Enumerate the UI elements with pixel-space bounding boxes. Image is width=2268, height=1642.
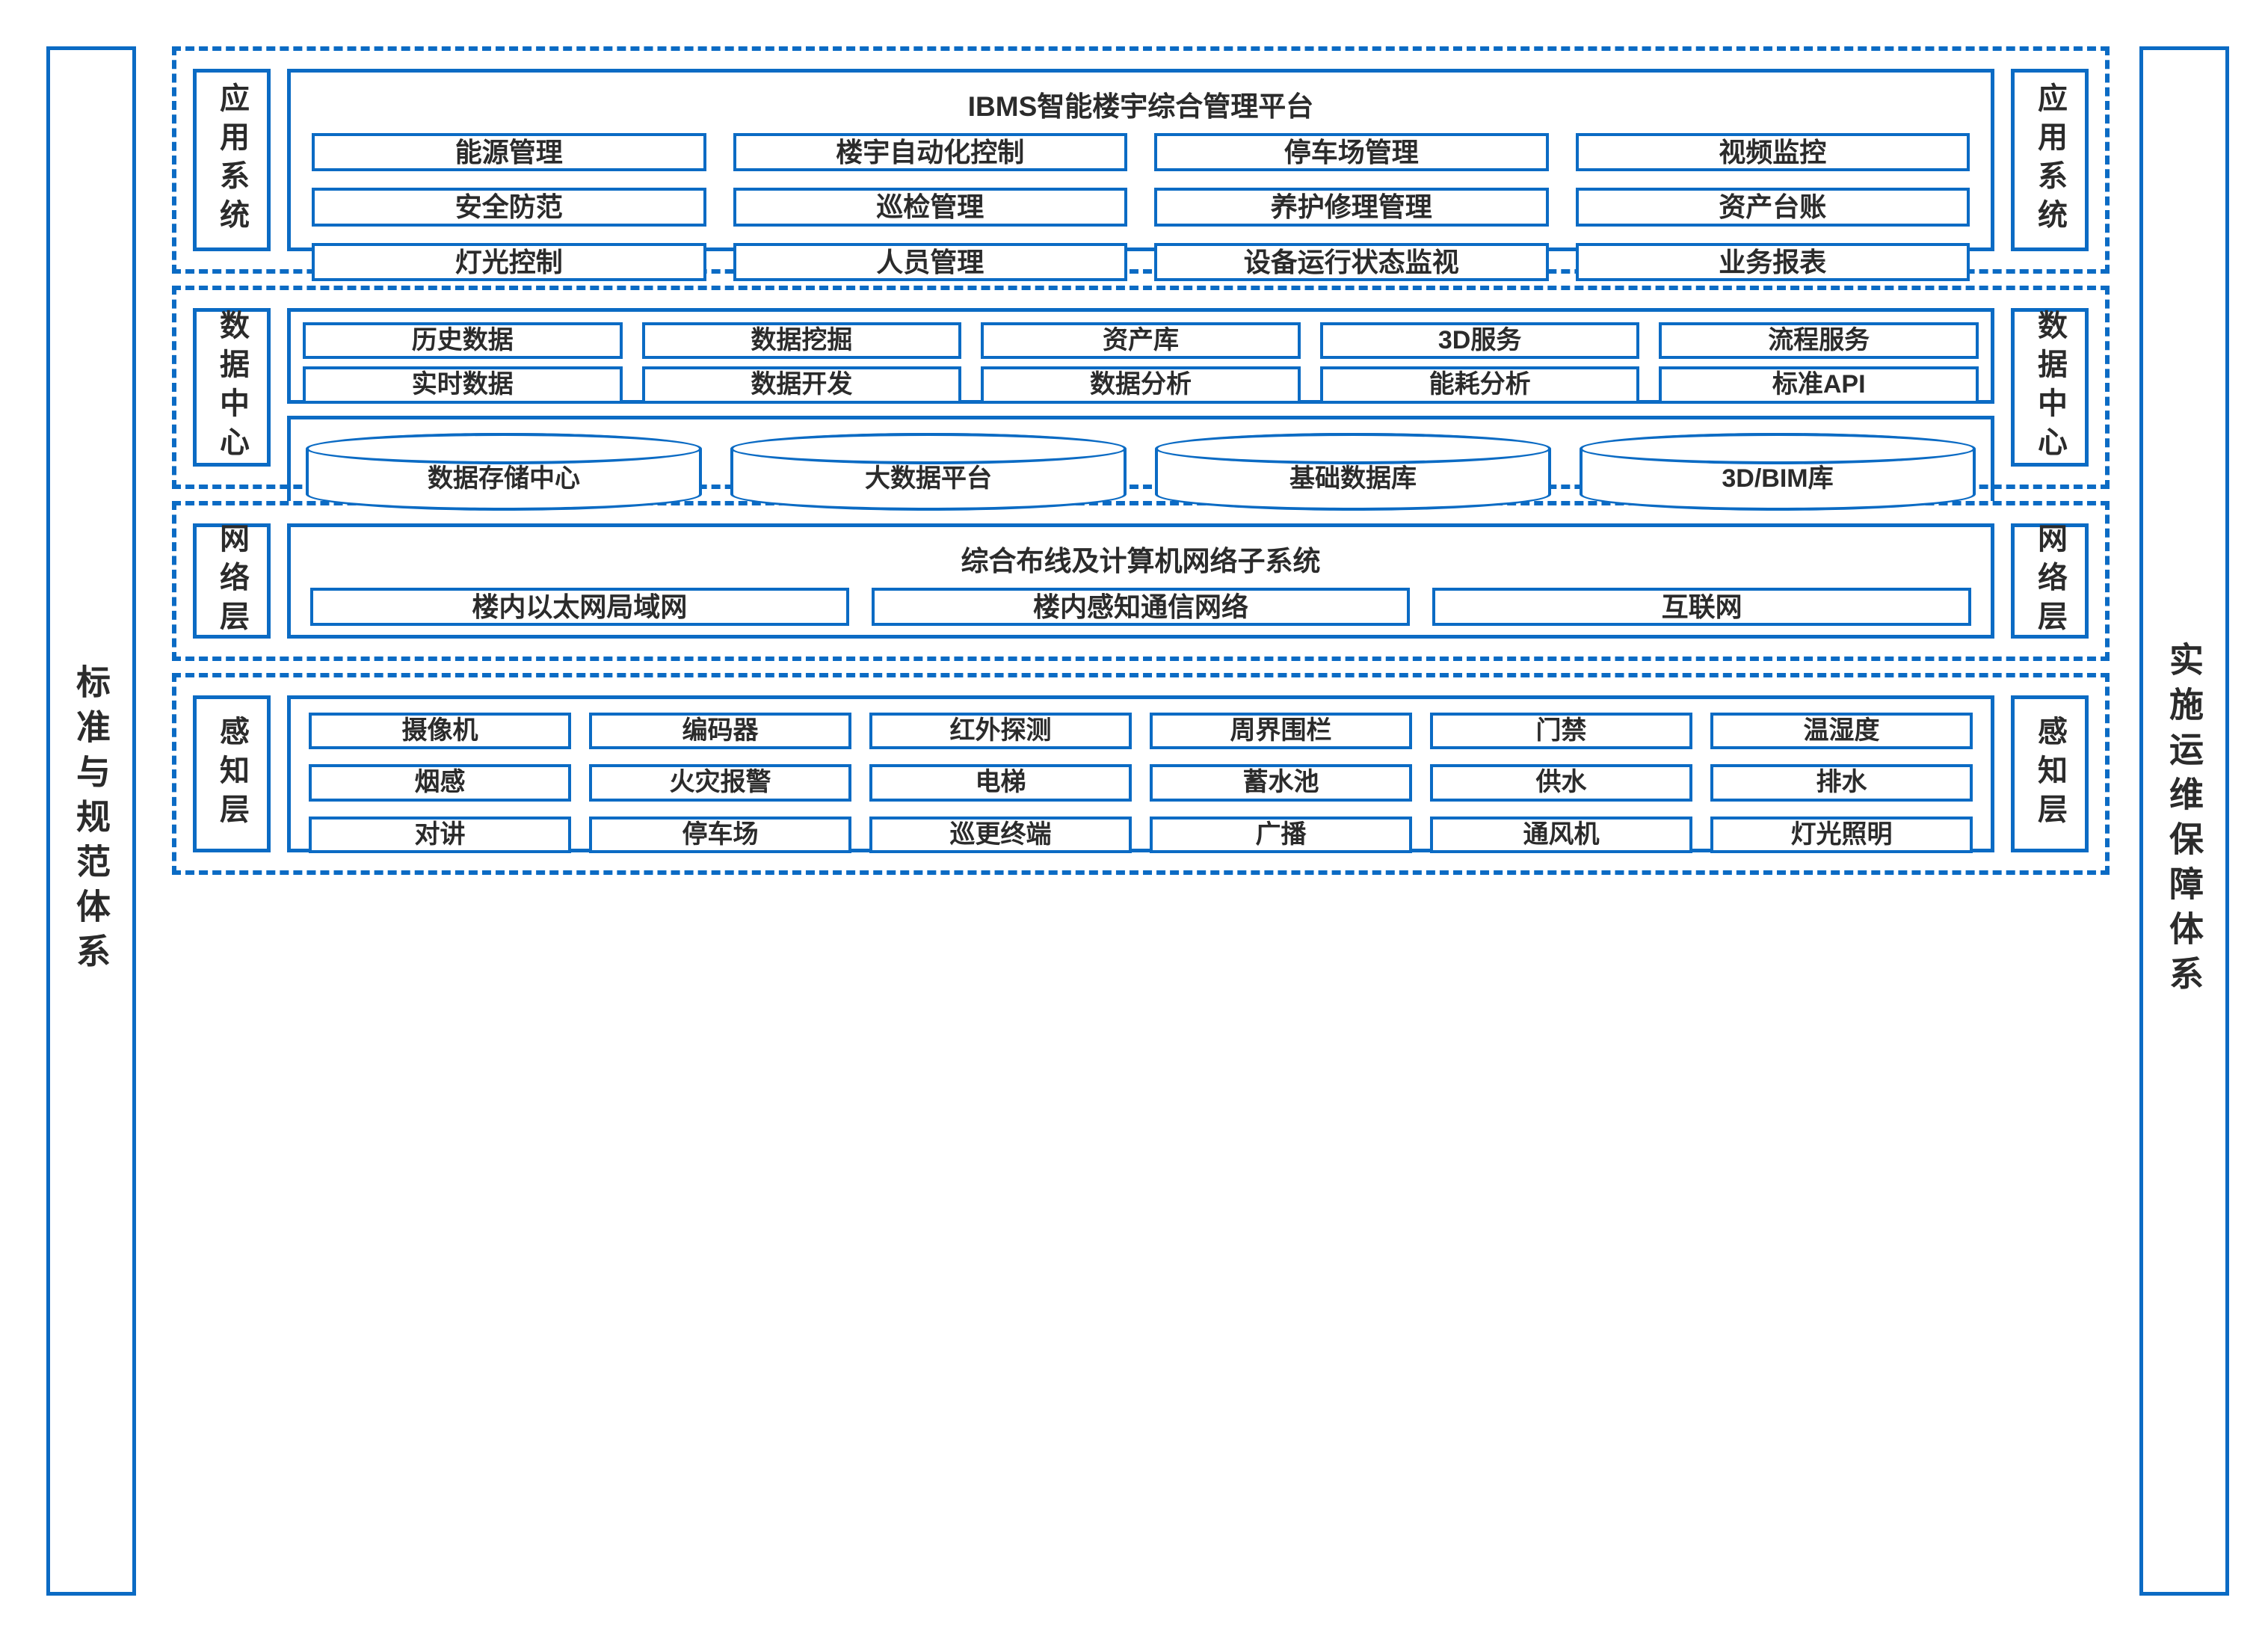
layer-network: 网络层 综合布线及计算机网络子系统 楼内以太网局域网 楼内感知通信网络 互联网 …	[172, 501, 2110, 661]
sensor-intercom[interactable]: 对讲	[309, 816, 571, 854]
sensor-encoder[interactable]: 编码器	[589, 713, 851, 750]
layer-label-application-right: 应用系统	[2011, 69, 2089, 251]
layer-label-text: 数据中心	[2033, 310, 2066, 465]
layer-label-text: 应用系统	[2033, 82, 2066, 238]
perception-device-grid: 摄像机 编码器 红外探测 周界围栏 门禁 温湿度 烟感 火灾报警 电梯 蓄水池 …	[307, 711, 1974, 855]
right-pillar-operations: 实施运维保障体系	[2139, 46, 2229, 1596]
app-module-security-protection[interactable]: 安全防范	[312, 188, 706, 227]
sensor-perimeter-fence[interactable]: 周界围栏	[1150, 713, 1412, 750]
layer-label-data-center-left: 数据中心	[193, 308, 271, 467]
network-module-indoor-sensing-network[interactable]: 楼内感知通信网络	[871, 587, 1411, 627]
sensor-ventilation-fan[interactable]: 通风机	[1430, 816, 1692, 854]
layer-label-text: 网络层	[2033, 523, 2066, 639]
app-module-building-automation[interactable]: 楼宇自动化控制	[733, 132, 1127, 172]
sensor-broadcast[interactable]: 广播	[1150, 816, 1412, 854]
sensor-water-supply[interactable]: 供水	[1430, 764, 1692, 802]
data-center-panel: 历史数据 数据挖掘 资产库 3D服务 流程服务 实时数据 数据开发 数据分析 能…	[287, 308, 1994, 528]
layer-label-text: 感知层	[2033, 716, 2066, 832]
sensor-fire-alarm[interactable]: 火灾报警	[589, 764, 851, 802]
app-module-asset-ledger[interactable]: 资产台账	[1575, 188, 1970, 227]
data-store-label: 基础数据库	[1289, 464, 1417, 493]
layer-label-perception-left: 感知层	[193, 695, 271, 852]
data-store-row: 数据存储中心 大数据平台 基础数据库 3D/BIM库	[287, 416, 1994, 528]
sensor-camera[interactable]: 摄像机	[309, 713, 571, 750]
database-icon-3d-bim-library[interactable]: 3D/BIM库	[1580, 433, 1976, 511]
network-module-grid: 楼内以太网局域网 楼内感知通信网络 互联网	[307, 587, 1974, 630]
data-store-label: 3D/BIM库	[1722, 464, 1834, 493]
data-store-label: 大数据平台	[865, 464, 992, 493]
data-service-grid: 历史数据 数据挖掘 资产库 3D服务 流程服务 实时数据 数据开发 数据分析 能…	[287, 308, 1994, 404]
app-module-energy-management[interactable]: 能源管理	[312, 132, 706, 172]
network-panel: 综合布线及计算机网络子系统 楼内以太网局域网 楼内感知通信网络 互联网	[287, 523, 1994, 639]
data-service-realtime-data[interactable]: 实时数据	[303, 366, 623, 404]
sensor-temp-humidity[interactable]: 温湿度	[1710, 713, 1973, 750]
database-icon-basic-database[interactable]: 基础数据库	[1155, 433, 1551, 511]
layer-label-perception-right: 感知层	[2011, 695, 2089, 852]
data-service-standard-api[interactable]: 标准API	[1659, 366, 1979, 404]
app-module-parking-management[interactable]: 停车场管理	[1154, 132, 1549, 172]
sensor-infrared-detector[interactable]: 红外探测	[869, 713, 1132, 750]
network-module-internet[interactable]: 互联网	[1432, 587, 1971, 627]
layer-label-network-left: 网络层	[193, 523, 271, 639]
layer-label-text: 感知层	[215, 716, 248, 832]
data-service-data-analysis[interactable]: 数据分析	[981, 366, 1301, 404]
layer-label-data-center-right: 数据中心	[2011, 308, 2089, 467]
network-module-indoor-ethernet-lan[interactable]: 楼内以太网局域网	[310, 587, 849, 627]
perception-panel: 摄像机 编码器 红外探测 周界围栏 门禁 温湿度 烟感 火灾报警 电梯 蓄水池 …	[287, 695, 1994, 855]
layer-label-text: 应用系统	[215, 82, 248, 238]
app-module-personnel-management[interactable]: 人员管理	[733, 242, 1127, 282]
app-module-inspection-management[interactable]: 巡检管理	[733, 188, 1127, 227]
layer-application: 应用系统 IBMS智能楼宇综合管理平台 能源管理 楼宇自动化控制 停车场管理 视…	[172, 46, 2110, 282]
layer-stack: 应用系统 IBMS智能楼宇综合管理平台 能源管理 楼宇自动化控制 停车场管理 视…	[172, 46, 2110, 1596]
app-module-equipment-status-monitor[interactable]: 设备运行状态监视	[1154, 242, 1549, 282]
app-module-maintenance-management[interactable]: 养护修理管理	[1154, 188, 1549, 227]
left-pillar-label: 标准与规范体系	[72, 664, 111, 978]
data-service-process-service[interactable]: 流程服务	[1659, 322, 1979, 360]
data-service-3d-service[interactable]: 3D服务	[1319, 322, 1640, 360]
layer-data-center: 数据中心 历史数据 数据挖掘 资产库 3D服务 流程服务 实时数据 数据开发 数…	[172, 286, 2110, 528]
data-service-data-development[interactable]: 数据开发	[641, 366, 962, 404]
ibms-platform-title: IBMS智能楼宇综合管理平台	[967, 91, 1314, 122]
layer-label-network-right: 网络层	[2011, 523, 2089, 639]
sensor-elevator[interactable]: 电梯	[869, 764, 1132, 802]
app-module-business-report[interactable]: 业务报表	[1575, 242, 1970, 282]
left-pillar-standards: 标准与规范体系	[46, 46, 136, 1596]
layer-perception: 感知层 摄像机 编码器 红外探测 周界围栏 门禁 温湿度 烟感 火灾报警 电梯 …	[172, 673, 2110, 875]
sensor-lighting[interactable]: 灯光照明	[1710, 816, 1973, 854]
sensor-drainage[interactable]: 排水	[1710, 764, 1973, 802]
sensor-water-reservoir[interactable]: 蓄水池	[1150, 764, 1412, 802]
layer-label-application-left: 应用系统	[193, 69, 271, 251]
database-icon-data-storage-center[interactable]: 数据存储中心	[306, 433, 702, 511]
database-icon-big-data-platform[interactable]: 大数据平台	[730, 433, 1127, 511]
application-panel: IBMS智能楼宇综合管理平台 能源管理 楼宇自动化控制 停车场管理 视频监控 安…	[287, 69, 1994, 282]
sensor-parking-lot[interactable]: 停车场	[589, 816, 851, 854]
network-subsystem-title: 综合布线及计算机网络子系统	[961, 546, 1321, 576]
app-module-lighting-control[interactable]: 灯光控制	[312, 242, 706, 282]
right-pillar-label: 实施运维保障体系	[2165, 642, 2204, 1000]
data-service-asset-repository[interactable]: 资产库	[981, 322, 1301, 360]
data-service-energy-analysis[interactable]: 能耗分析	[1319, 366, 1640, 404]
data-service-data-mining[interactable]: 数据挖掘	[641, 322, 962, 360]
sensor-smoke-detector[interactable]: 烟感	[309, 764, 571, 802]
layer-label-text: 网络层	[215, 523, 248, 639]
app-module-video-surveillance[interactable]: 视频监控	[1575, 132, 1970, 172]
data-service-history-data[interactable]: 历史数据	[303, 322, 623, 360]
layer-label-text: 数据中心	[215, 310, 248, 465]
data-store-label: 数据存储中心	[428, 464, 580, 493]
sensor-patrol-terminal[interactable]: 巡更终端	[869, 816, 1132, 854]
application-module-grid: 能源管理 楼宇自动化控制 停车场管理 视频监控 安全防范 巡检管理 养护修理管理…	[307, 132, 1974, 285]
sensor-access-control[interactable]: 门禁	[1430, 713, 1692, 750]
